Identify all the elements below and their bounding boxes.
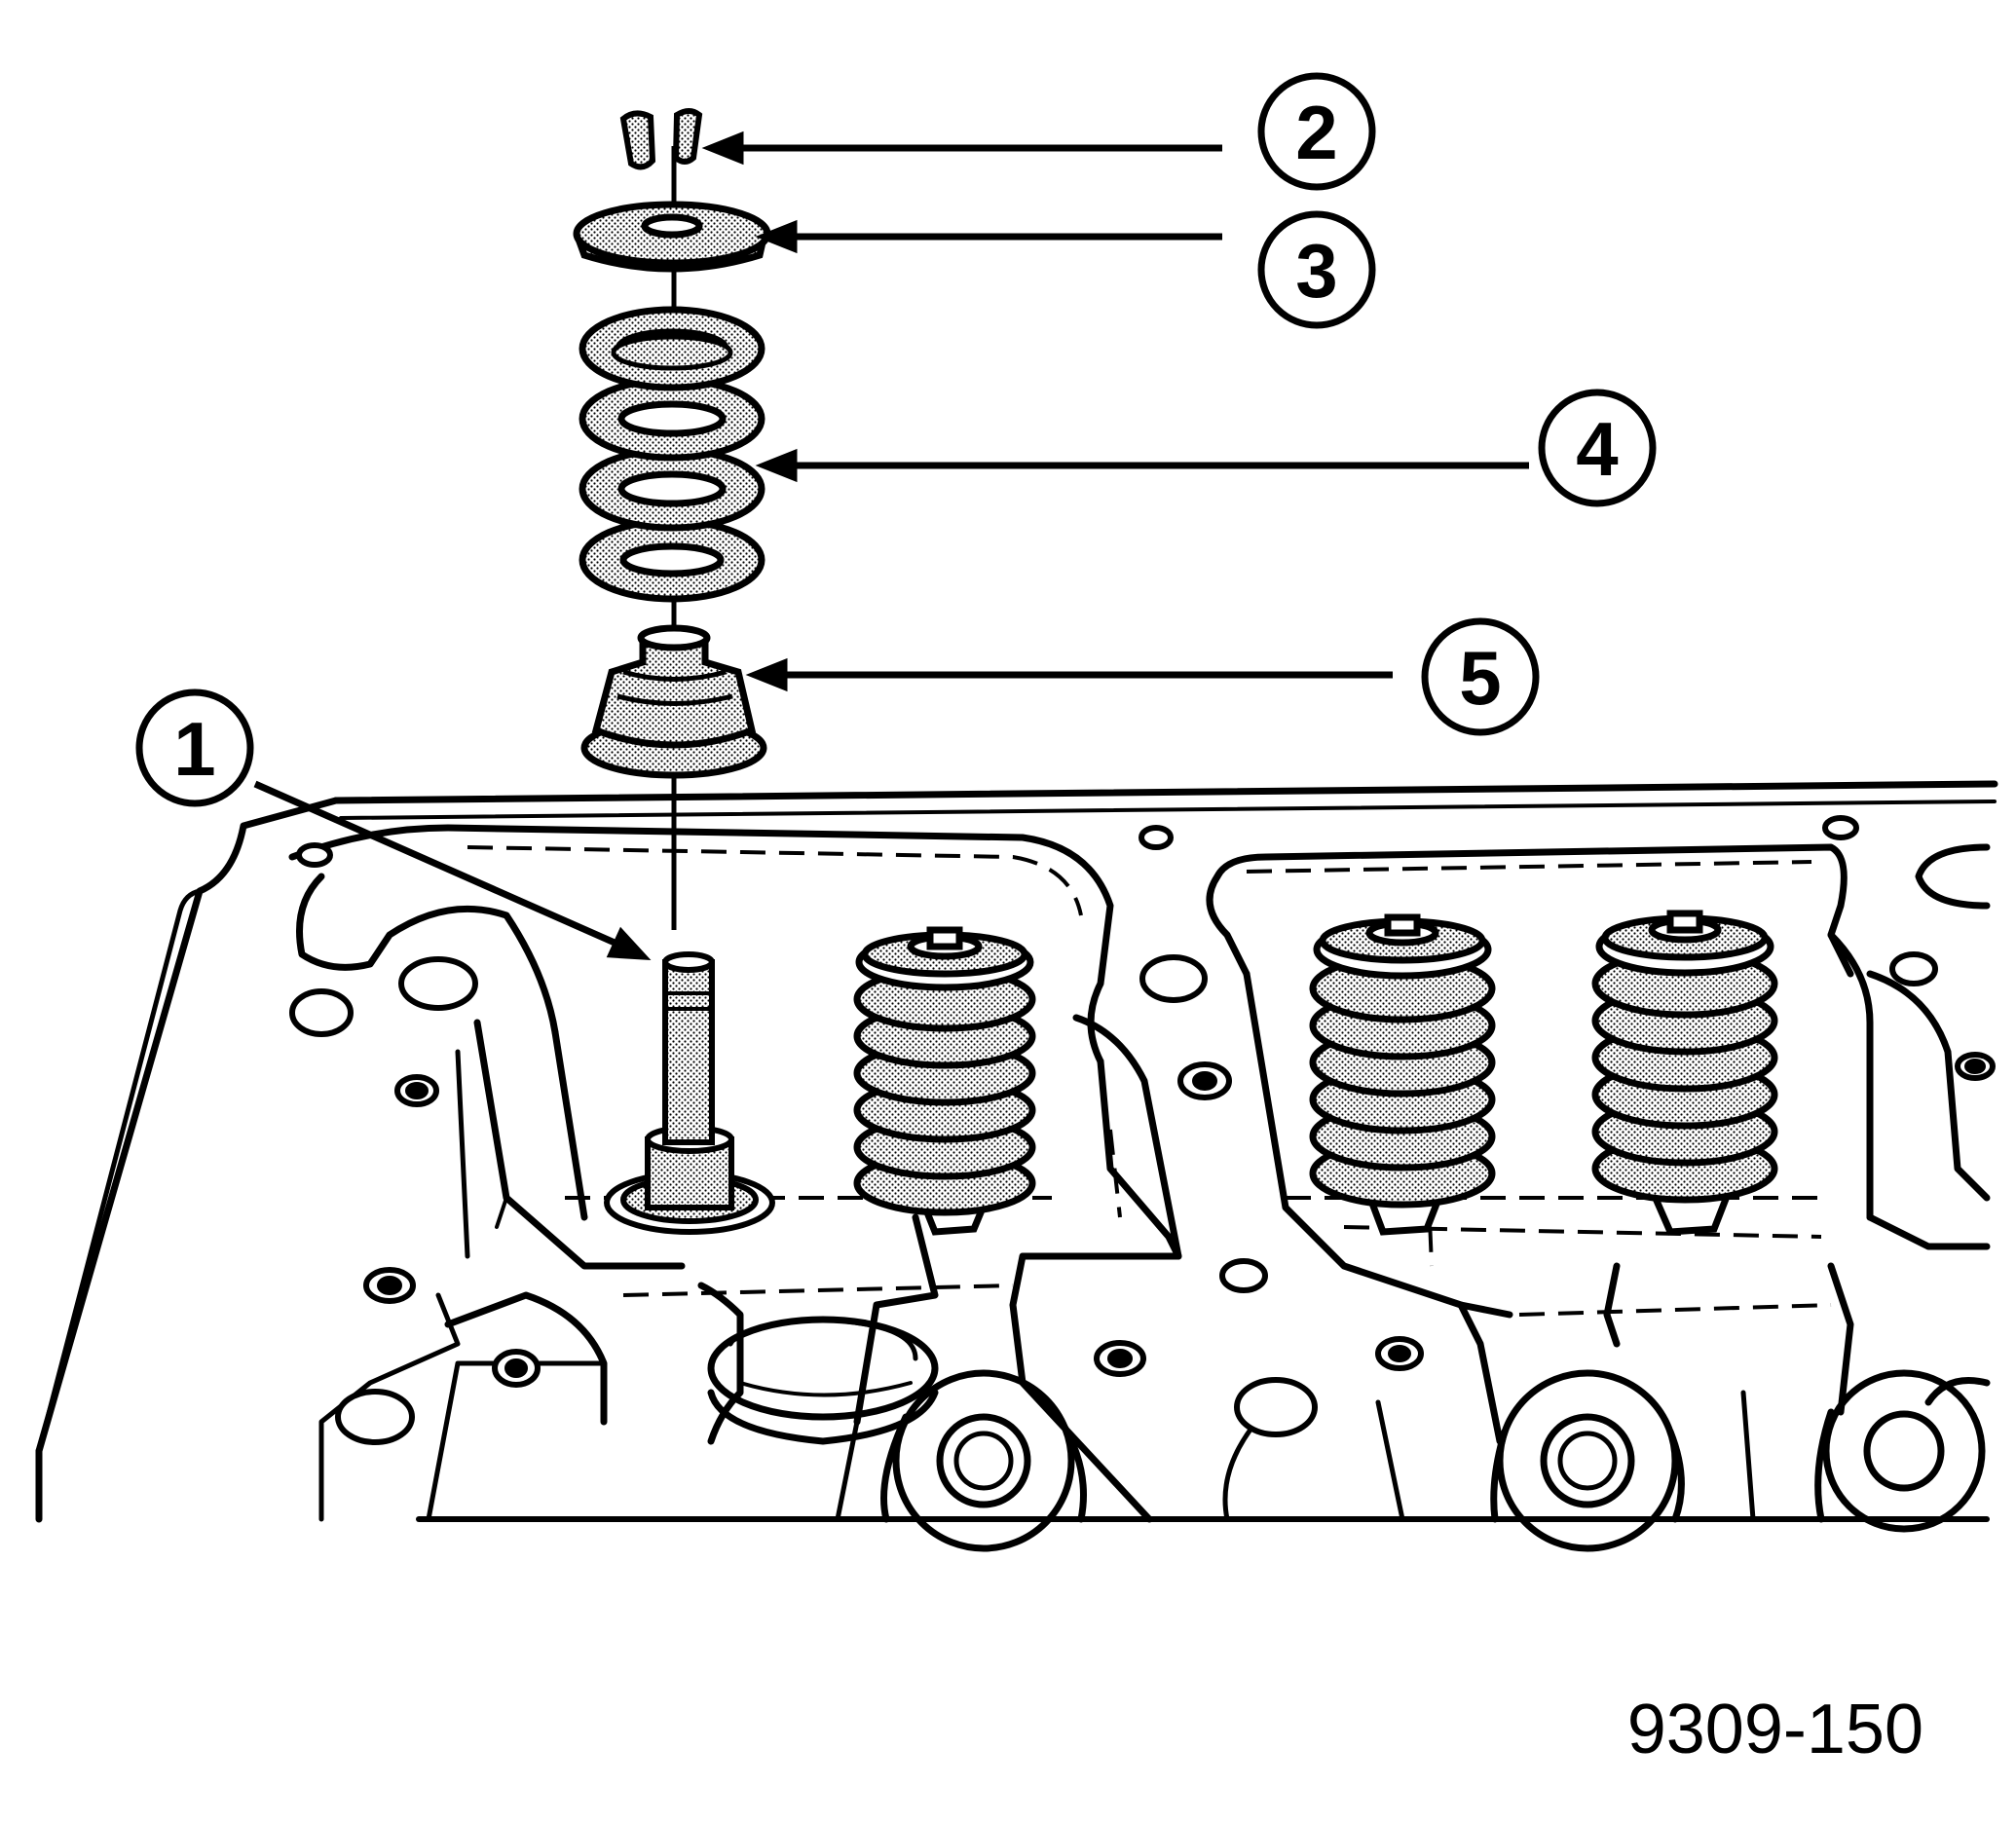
callout-2: 2 — [1257, 72, 1376, 191]
installed-spring-left — [853, 926, 1036, 1236]
figure-number: 9309-150 — [1627, 1691, 1923, 1768]
spring-retainer — [573, 201, 771, 273]
valve-spring — [579, 306, 765, 603]
cylinder-head — [35, 780, 1998, 1552]
callout-1: 1 — [135, 688, 254, 807]
leader-arrows — [253, 130, 1529, 961]
callout-4-label: 4 — [1576, 406, 1618, 492]
valve-stem — [604, 951, 775, 1235]
callout-4: 4 — [1538, 389, 1657, 507]
installed-spring-middle — [1309, 913, 1496, 1236]
head-holes — [289, 815, 1996, 1445]
callout-1-label: 1 — [173, 706, 215, 792]
callout-3: 3 — [1257, 210, 1376, 329]
valve-keepers — [619, 108, 703, 170]
callout-5: 5 — [1421, 617, 1540, 736]
callout-2-label: 2 — [1295, 90, 1337, 175]
callout-3-label: 3 — [1295, 228, 1337, 314]
valve-stem-seal — [580, 624, 767, 779]
callout-5-label: 5 — [1459, 635, 1501, 721]
installed-spring-right — [1591, 910, 1778, 1236]
